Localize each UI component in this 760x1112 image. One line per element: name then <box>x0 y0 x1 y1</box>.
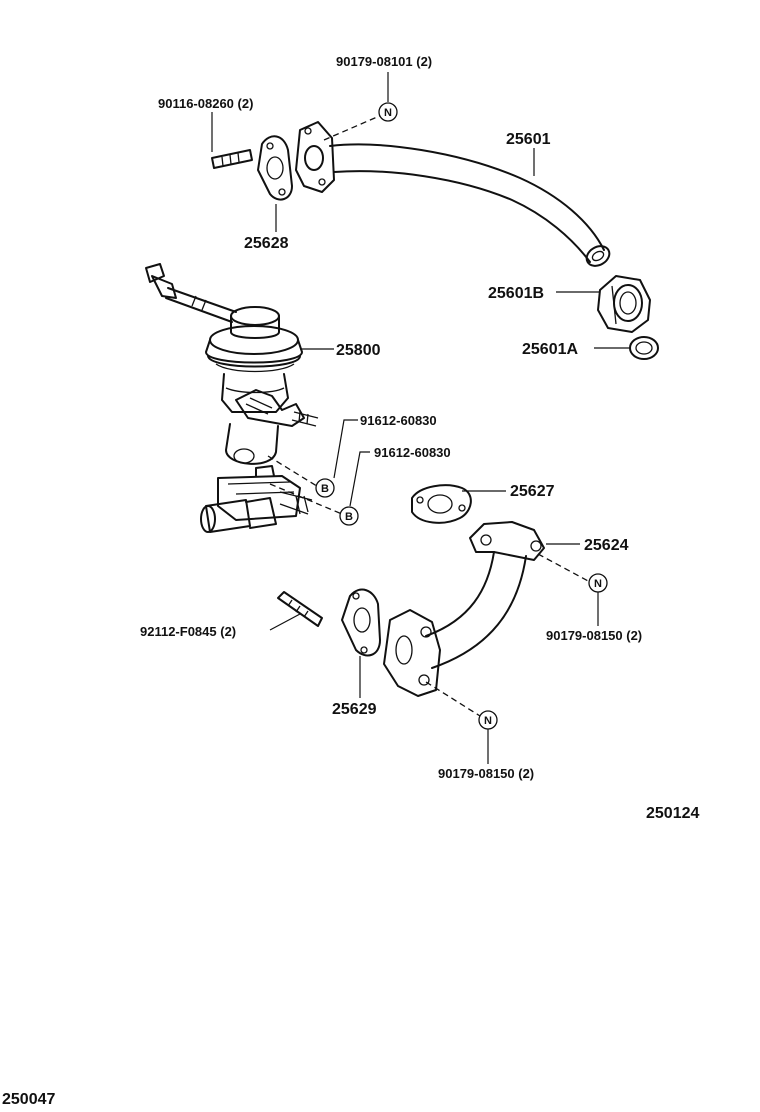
label-union-b: 25601B <box>488 285 544 302</box>
label-nut-right: 90179-08150 (2) <box>546 628 642 643</box>
dashed-guides <box>267 113 591 717</box>
svg-text:B: B <box>321 483 329 495</box>
marker-n-top: N <box>378 102 398 122</box>
stud-bolt-left <box>277 591 323 627</box>
marker-n-bottom: N <box>478 710 498 730</box>
label-bolt-b1: 91612-60830 <box>360 413 437 428</box>
gasket-lower <box>341 588 381 657</box>
stud-bolt-top <box>211 149 253 169</box>
label-union-a: 25601A <box>522 341 578 358</box>
gasket-mid <box>411 484 472 524</box>
label-ref-bottom: 250047 <box>2 1091 55 1108</box>
ring-25601a <box>629 336 659 360</box>
egr-pipe-lower <box>383 521 545 697</box>
label-egr-valve: 25800 <box>336 342 381 359</box>
label-pipe-lower: 25624 <box>584 537 629 554</box>
egr-pipe-upper <box>295 121 611 267</box>
svg-text:N: N <box>484 715 492 727</box>
label-gasket-upper: 25628 <box>244 235 289 252</box>
label-pipe-upper: 25601 <box>506 131 551 148</box>
svg-text:N: N <box>594 578 602 590</box>
label-stud-left: 92112-F0845 (2) <box>140 624 236 639</box>
marker-n-right: N <box>588 573 608 593</box>
marker-b-upper: B <box>315 478 335 498</box>
svg-text:N: N <box>384 107 392 119</box>
label-ref-right: 250124 <box>646 805 699 822</box>
label-gasket-lower: 25629 <box>332 701 377 718</box>
marker-b-lower: B <box>339 506 359 526</box>
label-bolt-b2: 91612-60830 <box>374 445 451 460</box>
label-pipe-bolt-n: 90179-08101 (2) <box>336 54 432 69</box>
label-stud-top: 90116-08260 (2) <box>158 96 253 111</box>
label-gasket-mid: 25627 <box>510 483 555 500</box>
leader-lines <box>211 72 630 764</box>
gasket-upper <box>257 135 293 201</box>
label-nut-bottom: 90179-08150 (2) <box>438 766 534 781</box>
egr-valve-assembly <box>145 263 319 533</box>
svg-text:B: B <box>345 511 353 523</box>
union-nut-b <box>597 275 651 333</box>
